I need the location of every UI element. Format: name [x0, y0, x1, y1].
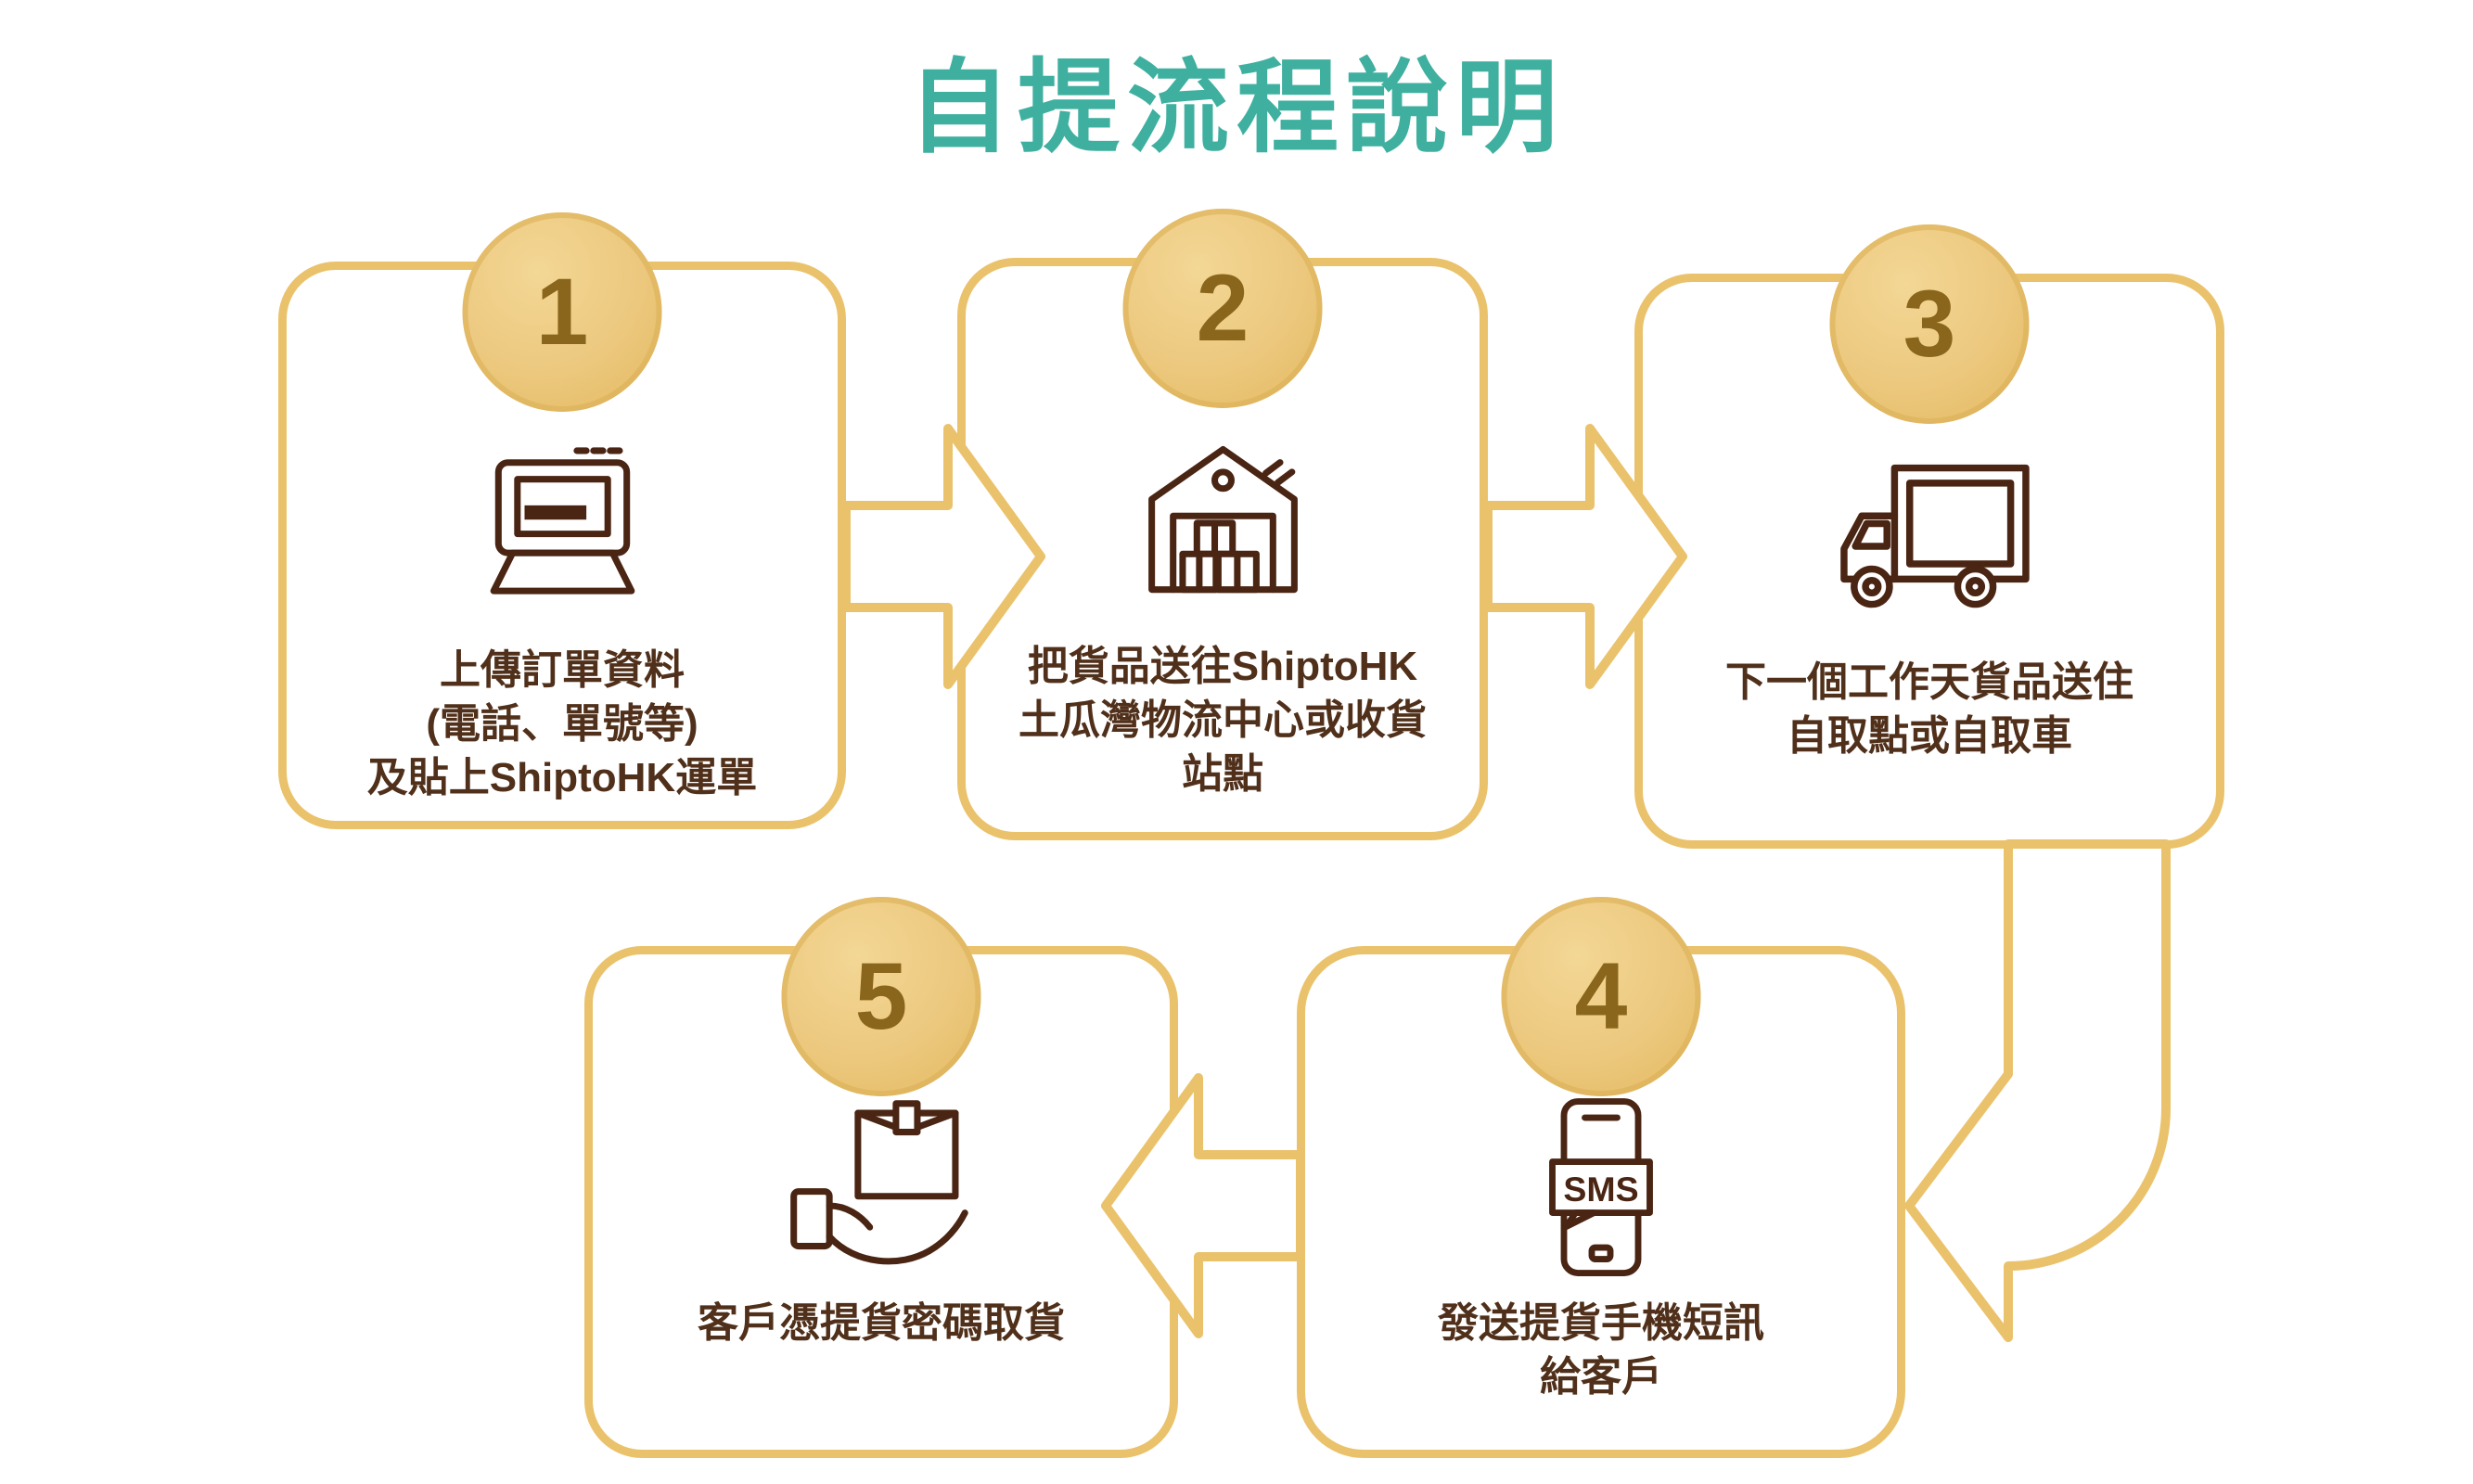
step-box-2: 2 把貨品送往ShiptoHK 土瓜灣物流中心或收貨 站點 — [957, 209, 1488, 840]
delivery-truck-icon — [1839, 464, 2030, 608]
step-icon-wrap — [787, 1092, 977, 1282]
step-caption: 把貨品送往ShiptoHK 土瓜灣物流中心或收貨 站點 — [1002, 640, 1443, 801]
step-caption: 發送提貨手機短訊 給客戶 — [1421, 1297, 1781, 1404]
step-number: 2 — [1196, 255, 1249, 361]
step-icon-wrap — [1816, 441, 2044, 641]
step-number-badge: 5 — [781, 897, 981, 1096]
step-caption: 下一個工作天貨品送住 自取點或自取車 — [1709, 656, 2150, 763]
caption-line: 把貨品送往ShiptoHK — [1027, 644, 1418, 689]
step-number-badge: 2 — [1122, 209, 1323, 408]
caption-line: 站點 — [1182, 751, 1263, 798]
page-title: 自提流程說明 — [908, 51, 1565, 165]
caption-line: 土瓜灣物流中心或收貨 — [1019, 697, 1427, 744]
arrow-step3-to-step4-curved — [1904, 839, 2171, 1342]
step-number: 5 — [854, 943, 908, 1049]
caption-line: 上傳訂單資料 — [440, 647, 685, 693]
step-box-4: 4 SMS 發送提貨手機短訊 給客戶 — [1297, 897, 1905, 1458]
step-icon-wrap — [1128, 426, 1318, 625]
step-caption: 客戶憑提貨密碼取貨 — [681, 1297, 1082, 1350]
step-caption: 上傳訂單資料 (電話、單號等) 及貼上ShiptoHK運單 — [351, 644, 774, 805]
step-number: 4 — [1574, 943, 1628, 1049]
step-box-5: 5 客戶憑提貨密碼取貨 — [584, 897, 1178, 1458]
step-icon-wrap: SMS — [1508, 1092, 1694, 1282]
hand-box-icon — [789, 1100, 968, 1265]
caption-line: 下一個工作天貨品送住 — [1725, 659, 2133, 705]
step-number: 3 — [1903, 271, 1956, 377]
caption-line: 給客戶 — [1540, 1354, 1662, 1401]
caption-line: 自取點或自取車 — [1787, 713, 2072, 760]
sms-text: SMS — [1563, 1170, 1638, 1209]
label-printer-icon — [490, 447, 634, 595]
step-number-badge: 1 — [462, 212, 662, 412]
step-number-badge: 3 — [1829, 224, 2030, 424]
caption-line: 客戶憑提貨密碼取貨 — [698, 1300, 1065, 1346]
caption-line: (電話、單號等) — [426, 701, 698, 748]
step-box-3: 3 下一個工作天貨品送住 自取點或自取車 — [1634, 224, 2224, 849]
step-number: 1 — [535, 259, 589, 365]
step-icon-wrap — [468, 429, 658, 629]
warehouse-icon — [1147, 445, 1298, 594]
caption-line: 及貼上ShiptoHK運單 — [366, 755, 758, 801]
step-box-1: 1 上傳訂單資料 (電話、單號等) 及貼上ShiptoHK運單 — [278, 212, 846, 829]
caption-line: 發送提貨手機短訊 — [1438, 1300, 1764, 1346]
sms-phone-icon: SMS — [1549, 1097, 1653, 1276]
step-number-badge: 4 — [1501, 897, 1701, 1096]
